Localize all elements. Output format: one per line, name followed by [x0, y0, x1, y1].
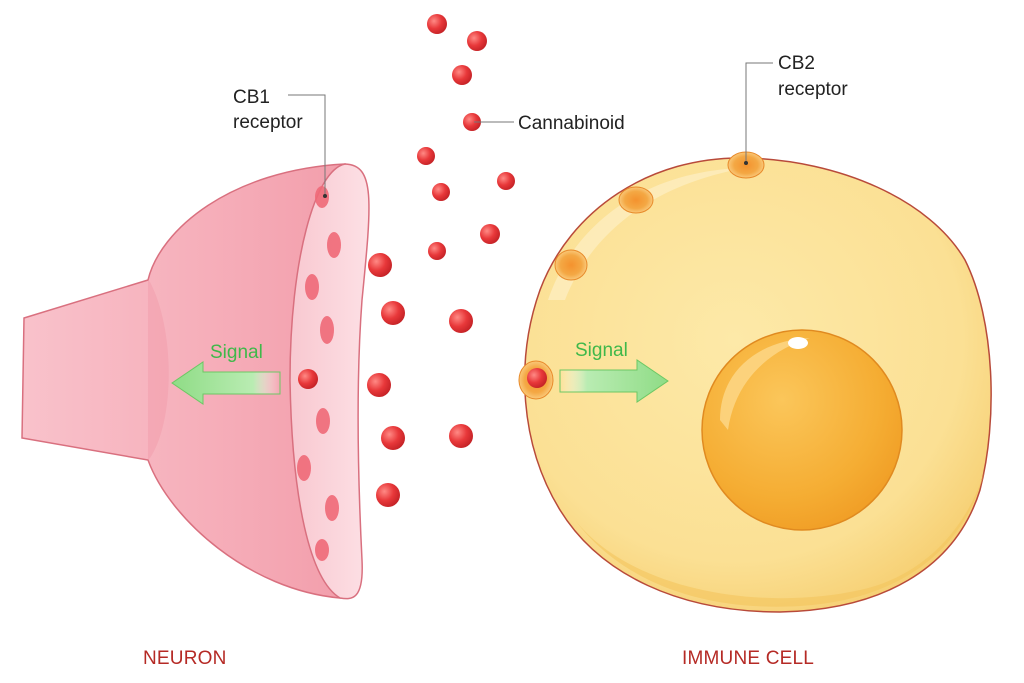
- cannabinoid-molecule: [432, 183, 450, 201]
- nucleus: [701, 329, 903, 531]
- cannabinoid-molecule: [467, 31, 487, 51]
- cb1-receptor: [325, 495, 339, 521]
- cb2-callout: CB2 receptor: [744, 53, 848, 165]
- cb1-receptor: [315, 539, 329, 561]
- cb2-leader-line: [745, 62, 773, 163]
- cannabinoid-molecule: [497, 172, 515, 190]
- left-arrow-icon: [171, 361, 281, 405]
- cannabinoid-callout: Cannabinoid: [474, 113, 625, 134]
- cb1-label-line1: CB1: [233, 87, 270, 108]
- immune-cell: [518, 151, 992, 613]
- nucleus-body: [701, 329, 903, 531]
- cb1-receptor: [320, 316, 334, 344]
- signal-arrow-immune: Signal: [559, 340, 669, 403]
- neuron-membrane: [289, 163, 370, 600]
- cannabinoid-molecule: [428, 242, 446, 260]
- cannabinoid-molecules: [367, 14, 515, 507]
- cannabinoid-molecule: [463, 113, 481, 131]
- cb1-label-line2: receptor: [233, 112, 303, 133]
- cb2-label-line2: receptor: [778, 79, 848, 100]
- cb2-receptor: [554, 249, 588, 281]
- neuron-caption: NEURON: [143, 648, 227, 669]
- nucleus-highlight: [720, 338, 810, 430]
- cb2-receptor: [618, 186, 654, 214]
- cannabinoid-molecule: [480, 224, 500, 244]
- signal-arrow-neuron: Signal: [171, 342, 281, 405]
- cb1-receptor: [305, 274, 319, 300]
- nucleus-shine: [788, 337, 808, 349]
- cb1-receptor: [316, 408, 330, 434]
- cb1-leader-dot: [323, 194, 327, 198]
- cannabinoid-molecule: [367, 373, 391, 397]
- cannabinoid-molecule: [452, 65, 472, 85]
- cannabinoid-bound-cb1: [298, 369, 318, 389]
- neuron-shading: [148, 280, 169, 460]
- cannabinoid-label: Cannabinoid: [518, 113, 625, 134]
- cannabinoid-molecule: [381, 301, 405, 325]
- cannabinoid-molecule: [368, 253, 392, 277]
- cannabinoid-molecule: [417, 147, 435, 165]
- cannabinoid-bound-cb2: [527, 368, 547, 388]
- cb1-receptor: [327, 232, 341, 258]
- cannabinoid-molecule: [449, 424, 473, 448]
- cb1-callout: CB1 receptor: [233, 87, 327, 198]
- cb2-leader-dot: [744, 161, 748, 165]
- cb2-label-line1: CB2: [778, 53, 815, 74]
- right-arrow-icon: [559, 359, 669, 403]
- signal-label-neuron: Signal: [210, 342, 263, 363]
- cb1-receptor: [297, 455, 311, 481]
- cannabinoid-molecule: [449, 309, 473, 333]
- cannabinoid-molecule: [376, 483, 400, 507]
- cb1-receptor: [315, 186, 329, 208]
- cb1-receptors: [297, 186, 341, 561]
- cannabinoid-molecule: [381, 426, 405, 450]
- cb1-leader-line: [288, 94, 326, 196]
- cannabinoid-molecule: [427, 14, 447, 34]
- signal-label-immune: Signal: [575, 340, 628, 361]
- immune-cell-caption: IMMUNE CELL: [682, 648, 814, 669]
